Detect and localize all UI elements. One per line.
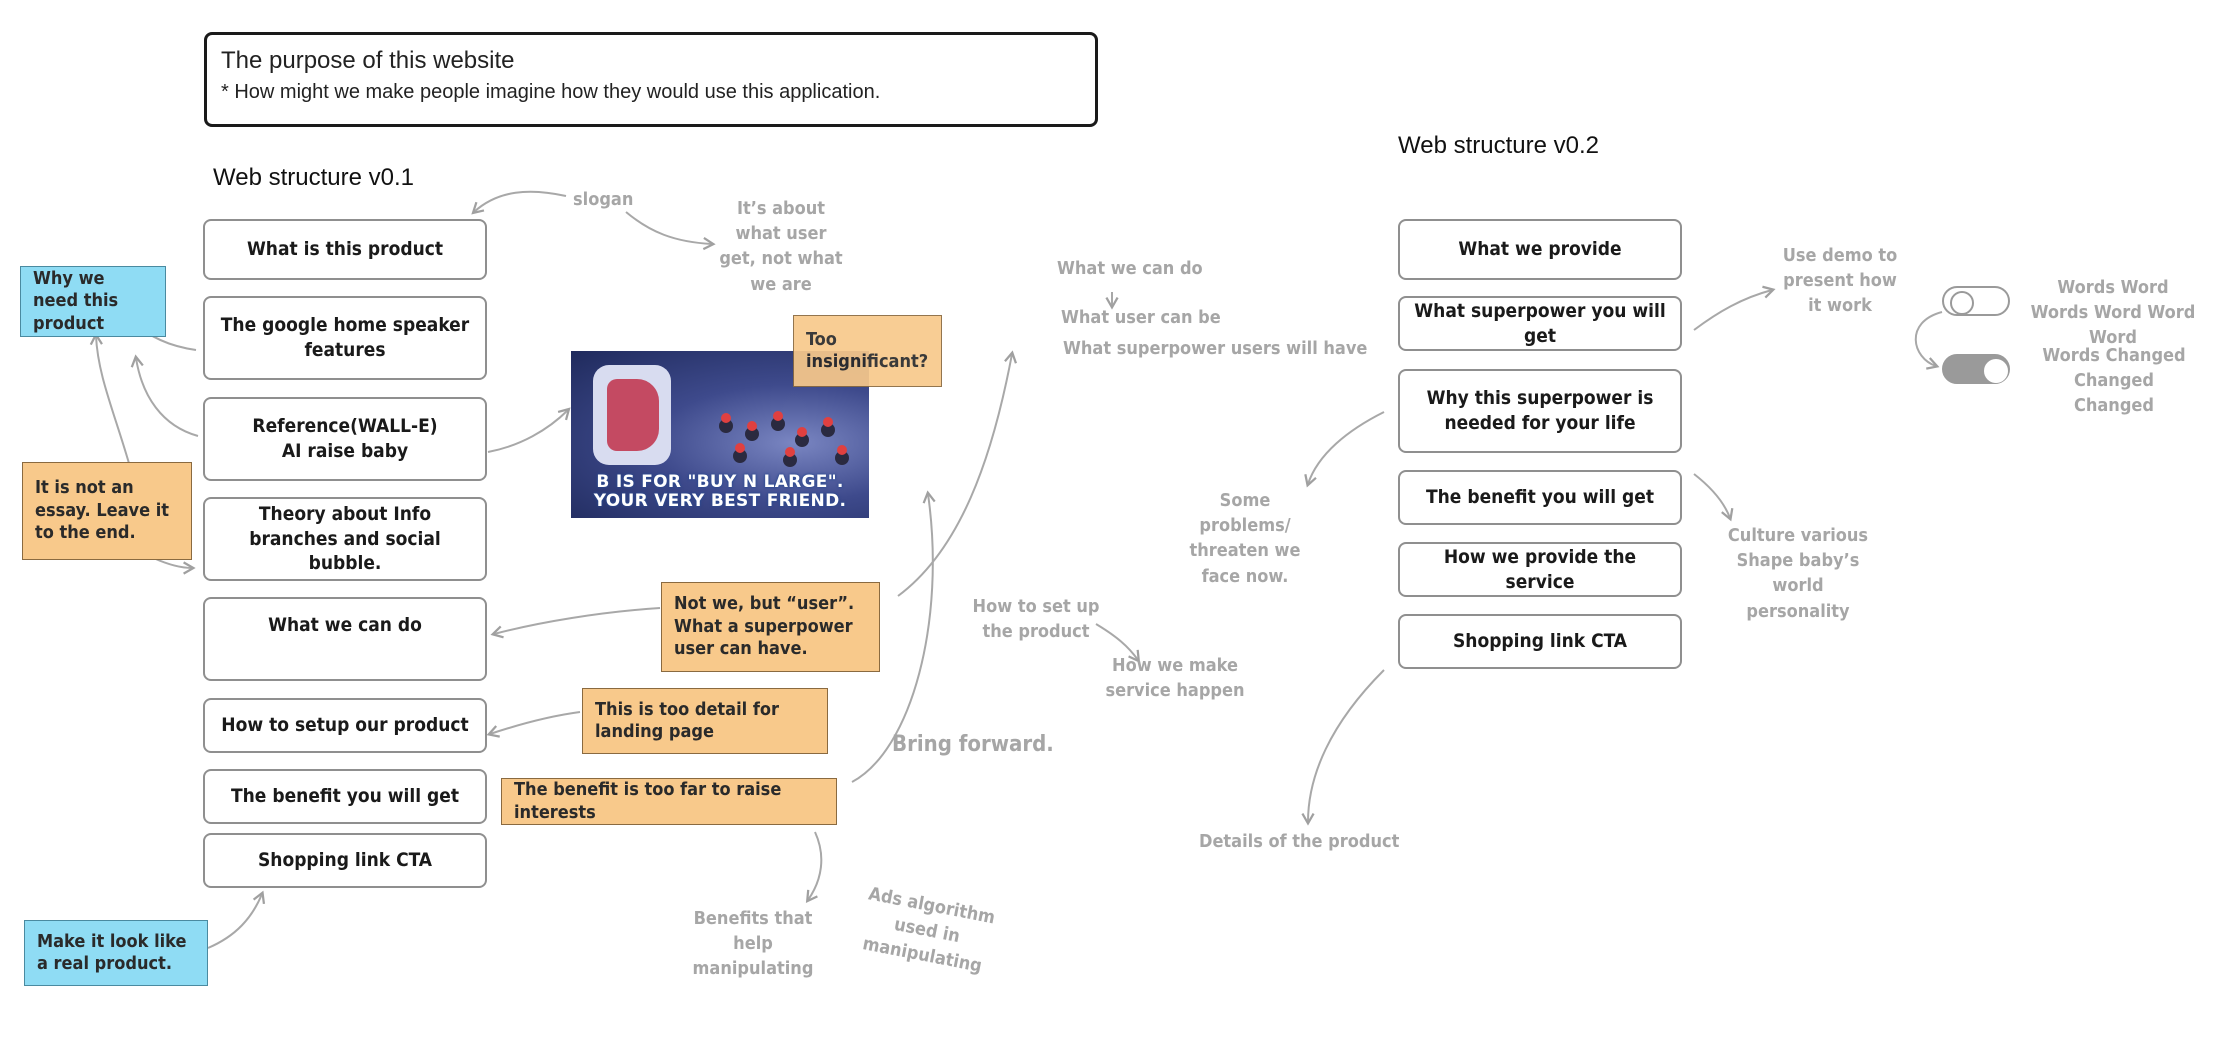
toggle-switch-off[interactable] [1942,286,2010,316]
v1-box-how-to-setup[interactable]: How to setup our product [203,698,487,753]
sticky-not-we-user: Not we, but “user”. What a superpower us… [661,582,880,672]
arrow-benefit-bringforward [851,490,936,783]
v2-box-benefit[interactable]: The benefit you will get [1398,470,1682,525]
toggle-switch-on[interactable] [1942,354,2010,384]
sticky-benefit-too-far: The benefit is too far to raise interest… [501,778,837,825]
crowd-figure [823,417,833,427]
arrow-toodetail-to-setup [486,711,581,738]
toggle-knob [1984,359,2008,383]
arrow-notwe-to-whatwecando [490,607,661,639]
purpose-box: The purpose of this website * How might … [204,32,1098,127]
note-what-superpower: What superpower users will have [1063,338,1368,359]
toggle-knob [1950,291,1974,315]
note-culture: Culture various Shape baby’s world perso… [1727,525,1869,622]
arrow-slogan-to-product [471,190,567,215]
note-bring-forward: Bring forward. [892,732,1054,757]
note-some-problems: Some problems/ threaten we face now. [1189,490,1301,587]
v1-box-what-we-can-do[interactable]: What we can do [203,597,487,681]
sticky-too-detail: This is too detail for landing page [582,688,828,754]
crowd-figure [773,411,783,421]
arrow-v2-to-details [1301,669,1385,826]
image-caption: B IS FOR "BUY N LARGE". YOUR VERY BEST F… [593,471,847,512]
purpose-title: The purpose of this website [221,47,515,74]
v2-box-what-we-provide[interactable]: What we provide [1398,219,1682,280]
note-use-demo: Use demo to present how it work [1782,245,1898,317]
note-benefits-manipulating: Benefits that help manipulating [692,908,814,980]
arrow-benefit-to-benefits [805,831,823,903]
buy-n-large-image: B IS FOR "BUY N LARGE". YOUR VERY BEST F… [571,351,869,518]
crowd-figure [797,427,807,437]
sticky-too-insignificant: Too insignificant? [793,315,942,387]
note-details-product: Details of the product [1199,831,1400,852]
arrow-realproduct-to-cta [207,890,266,949]
arrow-reference-to-image [487,407,571,453]
v1-box-reference-walle[interactable]: Reference(WALL-E) AI raise baby [203,397,487,481]
note-what-user-can-be: What user can be [1061,307,1221,328]
note-what-we-can-do: What we can do [1057,258,1203,279]
arrow-slogan-to-about [625,211,716,251]
arrow-toggle-off-to-on [1914,311,1943,370]
arrow-v2-to-culture [1693,473,1734,522]
bnl-logo-shape [593,365,671,465]
v2-box-how-we-provide[interactable]: How we provide the service [1398,542,1682,597]
v2-box-why-superpower[interactable]: Why this superpower is needed for your l… [1398,369,1682,453]
note-about-user: It’s about what user get, not what we ar… [719,198,843,295]
sticky-not-essay: It is not an essay. Leave it to the end. [22,462,192,560]
arrow-setup-to-service [1095,623,1141,663]
v2-box-superpower[interactable]: What superpower you will get [1398,296,1682,351]
v1-heading: Web structure v0.1 [213,164,414,191]
arrow-notwe-to-notes [897,350,1018,597]
sticky-real-product: Make it look like a real product. [24,920,208,986]
v2-box-shopping-cta[interactable]: Shopping link CTA [1398,614,1682,669]
arrow-reference-to-why [130,354,199,437]
arrow-v2-to-demo [1693,285,1776,331]
v1-box-shopping-cta[interactable]: Shopping link CTA [203,833,487,888]
note-how-service: How we make service happen [1105,655,1245,702]
note-words-1: Words Word Words Word Word Word [2030,277,2196,349]
v2-heading: Web structure v0.2 [1398,132,1599,159]
crowd-figure [721,413,731,423]
crowd-figure [735,443,745,453]
crowd-figure [747,421,757,431]
purpose-subtitle: * How might we make people imagine how t… [221,81,881,103]
v1-box-benefit[interactable]: The benefit you will get [203,769,487,824]
v1-box-theory-info[interactable]: Theory about Info branches and social bu… [203,497,487,581]
crowd-figure [837,445,847,455]
sticky-why-we-need: Why we need this product [20,266,166,337]
v1-box-google-home-features[interactable]: The google home speaker features [203,296,487,380]
note-slogan: slogan [573,189,634,210]
note-words-2: Words Changed Changed Changed [2042,345,2186,417]
arrow-v2-to-problems [1304,411,1385,488]
v1-box-what-is-product[interactable]: What is this product [203,219,487,280]
note-how-setup: How to set up the product [972,596,1100,643]
crowd-figure [785,447,795,457]
